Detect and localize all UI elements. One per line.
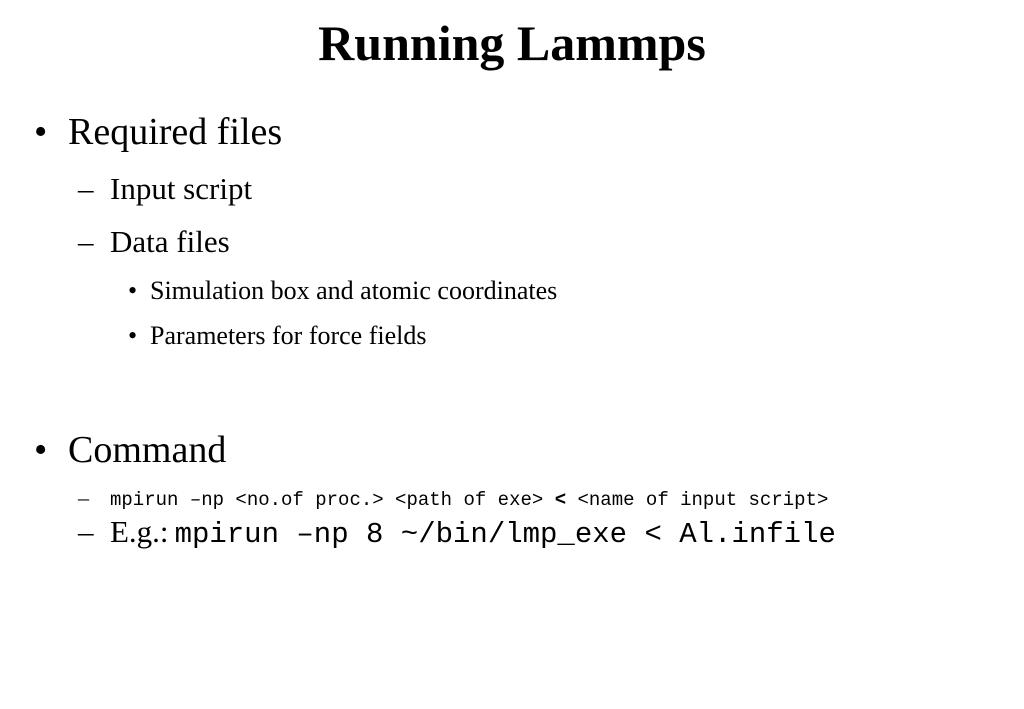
bullet-glyph: • [128, 276, 138, 305]
required-files-label: Required files [68, 111, 283, 153]
syntax-part2: <name of input script> [577, 489, 829, 511]
slide-title: Running Lammps [318, 15, 706, 71]
sub-sub-item-force-fields: • Parameters for force fields [128, 320, 426, 352]
syntax-part1: mpirun –np <no.of proc.> <path of exe> [110, 489, 544, 511]
bullet-glyph: • [34, 111, 48, 153]
example-label: E.g.: [110, 514, 169, 549]
sub-item-data-files: –Data files [78, 223, 230, 261]
sub-sub-item-simulation-box: • Simulation box and atomic coordinates [128, 275, 557, 307]
bullet-command: • Command [34, 428, 226, 472]
syntax-redirect: < [554, 489, 567, 511]
bullet-glyph: • [128, 321, 138, 350]
bullet-glyph: • [34, 429, 48, 471]
bullet-required-files: • Required files [34, 110, 282, 154]
simulation-box-label: Simulation box and atomic coordinates [150, 276, 558, 305]
command-example: –E.g.:mpirun –np 8 ~/bin/lmp_exe < Al.in… [78, 513, 836, 554]
dash-glyph: – [78, 514, 94, 549]
dash-glyph: – [78, 224, 94, 259]
sub-item-input-script: –Input script [78, 170, 252, 208]
command-label: Command [68, 429, 227, 471]
force-fields-label: Parameters for force fields [150, 321, 427, 350]
dash-glyph: – [78, 485, 89, 510]
command-syntax: –mpirun –np <no.of proc.> <path of exe> … [78, 479, 828, 519]
data-files-label: Data files [110, 224, 230, 259]
input-script-label: Input script [110, 171, 253, 206]
dash-glyph: – [78, 171, 94, 206]
example-code: mpirun –np 8 ~/bin/lmp_exe < Al.infile [174, 518, 836, 551]
